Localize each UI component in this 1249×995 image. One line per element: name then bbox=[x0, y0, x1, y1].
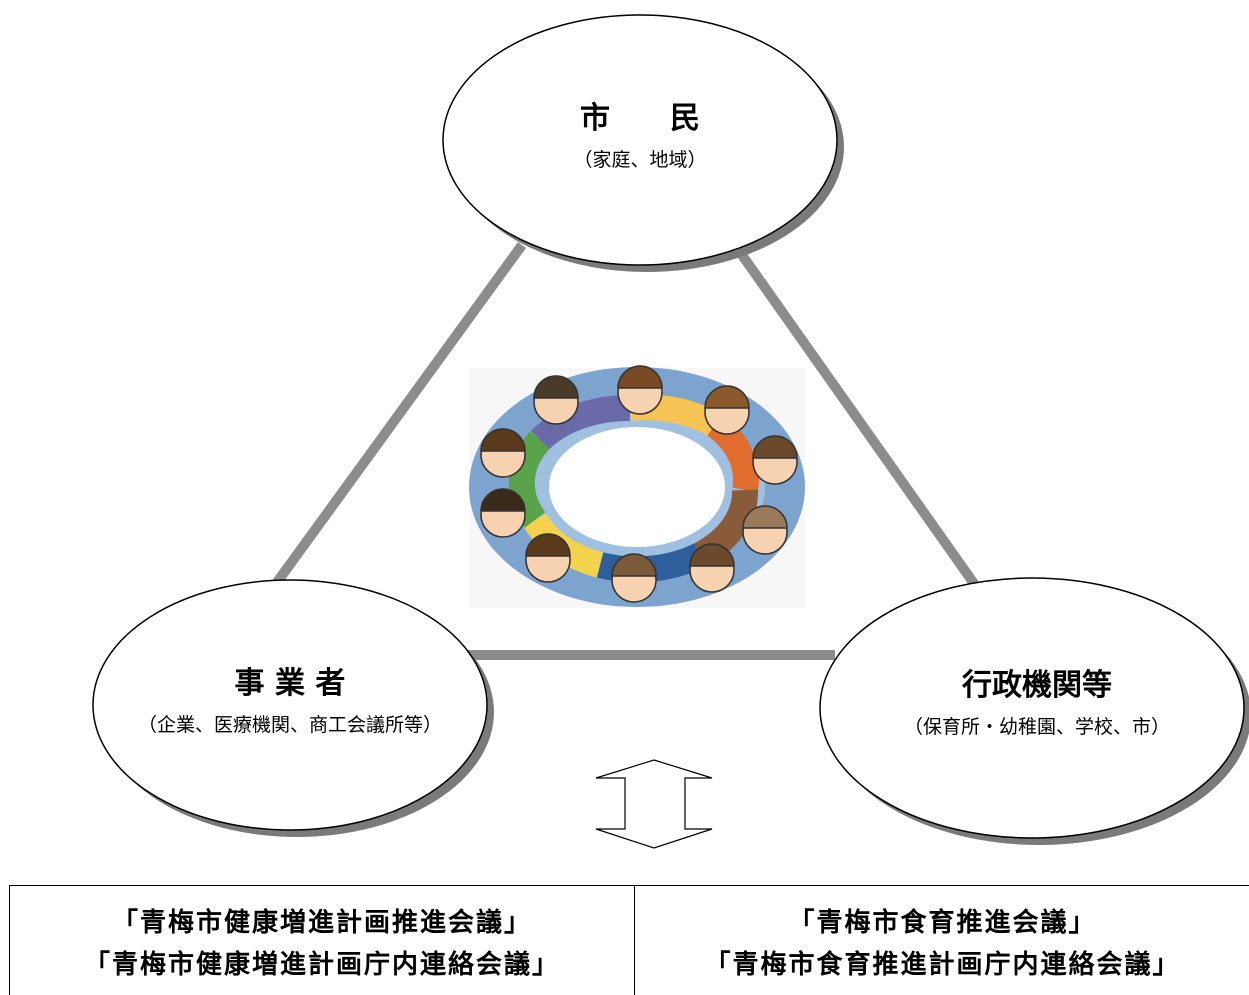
person-hair bbox=[480, 488, 526, 512]
person-hair bbox=[525, 533, 571, 557]
node-ellipse bbox=[819, 577, 1245, 839]
arm-segment bbox=[530, 394, 631, 450]
edge-citizens-government bbox=[737, 252, 980, 588]
node-ellipse bbox=[92, 579, 488, 831]
council-table: 「青梅市健康増進計画推進会議」 「青梅市健康増進計画庁内連絡会議」 「青梅市食育… bbox=[9, 885, 1249, 995]
person-hair bbox=[611, 553, 657, 577]
arm-segment bbox=[508, 431, 550, 528]
person-hair bbox=[480, 428, 526, 452]
node-subtitle: （企業、医療機関、商工会議所等） bbox=[138, 714, 442, 736]
node-title: 事 業 者 bbox=[235, 666, 346, 701]
person-hair bbox=[617, 365, 663, 389]
person-hair bbox=[533, 375, 579, 399]
edge-citizens-businesses bbox=[270, 242, 527, 588]
node-businesses: 事 業 者 （企業、医療機関、商工会議所等） bbox=[92, 579, 494, 837]
triangle-connectors bbox=[270, 242, 980, 660]
node-subtitle: （家庭、地域） bbox=[573, 149, 706, 171]
node-title: 行政機関等 bbox=[961, 668, 1112, 703]
node-government: 行政機関等 （保育所・幼稚園、学校、市） bbox=[819, 577, 1249, 845]
food-liaison-label: 「青梅市食育推進計画庁内連絡会議」 bbox=[704, 950, 1181, 980]
node-citizens: 市 民 （家庭、地域） bbox=[442, 14, 844, 272]
ring-center bbox=[549, 427, 725, 547]
person-hair bbox=[704, 385, 750, 409]
person-hair bbox=[742, 505, 788, 529]
food-council-label: 「青梅市食育推進会議」 bbox=[788, 908, 1097, 938]
arrow-outline bbox=[595, 759, 713, 849]
node-title: 市 民 bbox=[580, 101, 700, 136]
health-liaison-label: 「青梅市健康増進計画庁内連絡会議」 bbox=[83, 950, 560, 980]
person-hair bbox=[752, 435, 798, 459]
double-headed-arrow-icon bbox=[595, 759, 713, 849]
health-council-label: 「青梅市健康増進計画推進会議」 bbox=[111, 908, 532, 938]
person-hair bbox=[689, 543, 735, 567]
people-holding-hands-circle-icon bbox=[469, 365, 805, 608]
node-ellipse bbox=[442, 14, 838, 266]
node-subtitle: （保育所・幼稚園、学校、市） bbox=[904, 716, 1170, 738]
health-promotion-cell: 「青梅市健康増進計画推進会議」 「青梅市健康増進計画庁内連絡会議」 bbox=[10, 886, 635, 995]
food-education-cell: 「青梅市食育推進会議」 「青梅市食育推進計画庁内連絡会議」 bbox=[635, 886, 1249, 995]
people-heads bbox=[480, 365, 798, 603]
